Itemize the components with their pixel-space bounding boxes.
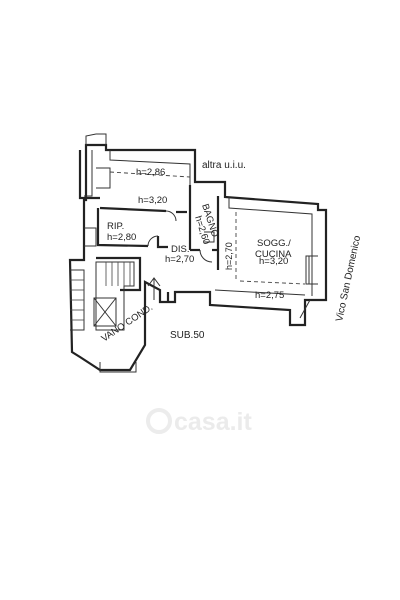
- label-cucina: CUCINA: [255, 249, 292, 260]
- label-h-275: h=2,75: [255, 290, 284, 301]
- label-h-270-vert: h=2,70: [224, 242, 234, 270]
- top-notch: [85, 133, 107, 145]
- watermark-text: casa.it: [174, 408, 253, 436]
- label-altra-uiu: altra u.i.u.: [202, 160, 246, 171]
- outer-walls: [68, 143, 328, 372]
- plan-labels: altra u.i.u. h=2,86 h=3,20 RIP. h=2,80 B…: [100, 160, 364, 344]
- label-sogg: SOGG./: [257, 238, 291, 249]
- interior-walls: [84, 171, 306, 302]
- label-sub50: SUB.50: [170, 330, 205, 341]
- door-swings: [147, 210, 213, 263]
- watermark-logo-icon: [146, 408, 172, 434]
- label-h-320-sogg: h=3,20: [259, 256, 288, 267]
- label-h-270-dis: h=2,70: [165, 254, 194, 265]
- label-h-320-top: h=3,20: [138, 195, 167, 206]
- right-window: [305, 255, 318, 285]
- label-street: Vico San Domenico: [334, 234, 363, 322]
- watermark: casa.it: [146, 408, 253, 436]
- left-wing: [78, 150, 111, 200]
- label-h-286: h=2,86: [136, 167, 165, 178]
- stairwell: [70, 256, 161, 331]
- label-h-280: h=2,80: [107, 232, 136, 243]
- label-dis: DIS.: [171, 244, 189, 255]
- bottom-wedge: [99, 362, 137, 373]
- label-rip: RIP.: [107, 221, 124, 232]
